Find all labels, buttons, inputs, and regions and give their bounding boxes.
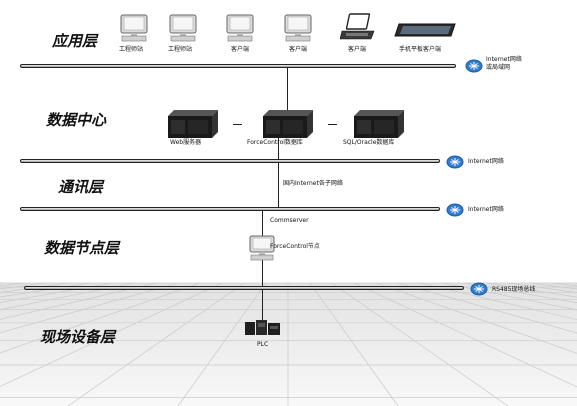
network-hub-icon (465, 59, 483, 73)
datacenter-bus-label: Internet网络 (468, 158, 504, 165)
floor-grid-line (0, 282, 157, 320)
workstation-2 (168, 14, 198, 46)
desktop-computer-icon (284, 14, 312, 42)
floor-grid-line (0, 282, 179, 334)
sql-oracle-database-server (348, 110, 404, 142)
layer-title-field: 现场设备层 (40, 328, 116, 346)
floor-grid-line (309, 282, 399, 406)
floor-grid-line (419, 282, 577, 320)
floor-grid-line (397, 282, 577, 334)
link-fieldbus-to-plc (262, 290, 263, 320)
workstation-2-label: 工程师站 (168, 46, 193, 53)
network-hub-icon (446, 155, 464, 169)
link-datacenter-to-comm (278, 138, 279, 210)
rs485-field-bus (24, 286, 464, 290)
layer-title-communication: 通讯层 (58, 178, 104, 196)
floor-grid-line (177, 282, 267, 406)
desktop-computer-icon (169, 14, 197, 42)
forcecontrol-node-label: ForceControl节点 (270, 243, 320, 250)
floor-grid-line (0, 282, 135, 311)
floor-grid-line (375, 282, 577, 354)
floor-grid-line (67, 282, 245, 406)
commserver-label: Commserver (270, 217, 309, 224)
mobile-tablet-client (393, 22, 457, 44)
field-bus-label: RS485现场总线 (492, 286, 536, 293)
datacenter-network-bus (20, 159, 440, 163)
application-network-bus (20, 64, 456, 68)
client-1 (225, 14, 255, 46)
client-laptop-label: 客户端 (348, 46, 367, 53)
floor-grid-line (331, 282, 509, 406)
server-separator-1 (233, 124, 242, 125)
network-hub-icon (446, 203, 464, 217)
client-2 (283, 14, 313, 46)
communication-bus-label: Internet网络 (468, 206, 504, 213)
mobile-tablet-client-label: 手机平板客户端 (399, 46, 442, 53)
floor-grid-line (441, 282, 577, 311)
forcecontrol-node (248, 235, 276, 265)
server-rack-icon (168, 110, 218, 138)
floor-grid-line (353, 282, 577, 388)
domestic-internet-subnets-label: 国内Internet各子网络 (283, 180, 343, 187)
plc-icon (245, 320, 280, 335)
application-bus-label: Internet网络 或局域网 (486, 56, 522, 71)
server-rack-icon (354, 110, 404, 138)
link-app-to-datacenter (287, 68, 288, 112)
desktop-computer-icon (120, 14, 148, 42)
link-comm-to-datanode (262, 211, 263, 237)
web-server-label: Web服务器 (170, 139, 202, 146)
laptop-icon (339, 13, 375, 40)
floor-grid-line (0, 282, 201, 354)
communication-network-bus (20, 207, 440, 211)
desktop-computer-icon (226, 14, 254, 42)
layer-title-application: 应用层 (52, 32, 98, 50)
sql-oracle-database-label: SQL/Oracle数据库 (343, 139, 395, 146)
server-rack-icon (263, 110, 313, 138)
floor-grid-line (0, 282, 223, 387)
server-separator-2 (328, 124, 337, 125)
plc-label: PLC (257, 341, 269, 348)
network-hub-icon (470, 282, 488, 296)
layer-title-datanode: 数据节点层 (44, 239, 120, 257)
link-datanode-to-fieldbus (262, 258, 263, 288)
forcecontrol-database-label: ForceControl数据库 (247, 139, 303, 146)
workstation-1 (119, 14, 149, 46)
desktop-computer-icon (249, 235, 275, 261)
forcecontrol-database-server (257, 110, 313, 142)
client-laptop (339, 12, 376, 46)
web-server (162, 110, 218, 142)
layer-title-datacenter: 数据中心 (46, 111, 107, 129)
client-2-label: 客户端 (289, 46, 308, 53)
plc-device (243, 317, 283, 343)
workstation-1-label: 工程师站 (119, 46, 144, 53)
client-1-label: 客户端 (231, 46, 250, 53)
tablet-icon (394, 23, 456, 37)
